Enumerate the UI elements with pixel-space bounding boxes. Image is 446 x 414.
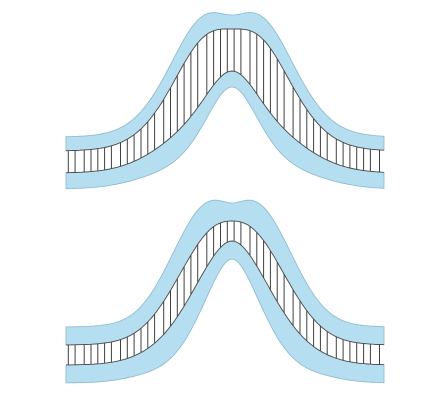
fold-diagram-canvas [0, 0, 446, 414]
fold-diagram-svg [0, 0, 446, 414]
